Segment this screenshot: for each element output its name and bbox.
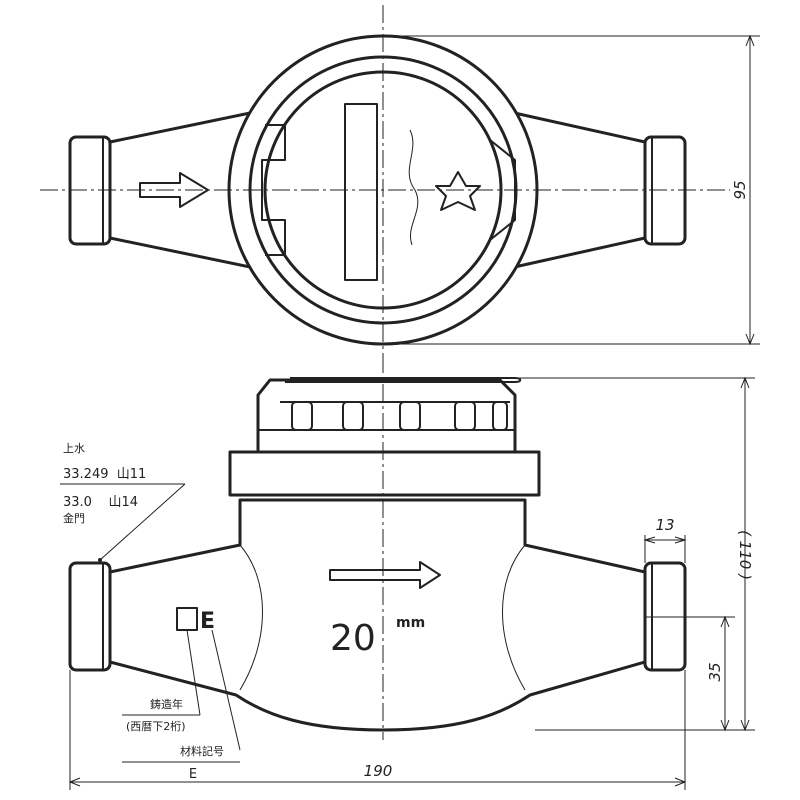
dial-window <box>344 103 378 281</box>
material-code-label: 材料記号 <box>180 744 224 758</box>
dim-13: 13 <box>655 516 674 534</box>
lid-hinge <box>261 124 286 256</box>
top-view: 95 <box>40 5 760 370</box>
thread-note: 上水 33.249 山11 33.0 山14 金門 <box>60 442 186 562</box>
thread-note-line4: 金門 <box>63 511 85 525</box>
side-view: 20 mm E ( 110 ) 35 13 190 <box>68 355 755 790</box>
thread-note-line3: 33.0 山14 <box>63 495 138 510</box>
meter-collar <box>228 450 541 497</box>
dim-95: 95 <box>731 180 749 199</box>
cast-year-label: 鋳造年 <box>150 697 183 711</box>
brand-script <box>408 129 419 246</box>
thread-note-line2: 33.249 山11 <box>63 467 146 482</box>
dim-35: 35 <box>706 662 724 681</box>
meter-lid <box>256 378 517 454</box>
flow-arrow-icon <box>139 172 209 208</box>
dim-190: 190 <box>364 762 393 780</box>
size-number: 20 <box>330 618 376 659</box>
body-flow-arrow-icon <box>329 561 441 589</box>
cast-year-detail: (西暦下2桁) <box>126 719 186 733</box>
leader-notes: 鋳造年 (西暦下2桁) 材料記号 E <box>122 629 241 782</box>
star-logo-icon <box>435 171 481 211</box>
cast-year-box <box>176 607 198 631</box>
material-code-letter: E <box>189 767 197 782</box>
lid-teeth <box>280 401 510 431</box>
meter-body <box>108 498 647 732</box>
side-left-connector <box>68 561 112 672</box>
size-unit: mm <box>396 615 425 631</box>
dim-110: ( 110 ) <box>736 530 754 580</box>
thread-note-line1: 上水 <box>63 442 85 455</box>
material-letter: E <box>200 609 215 634</box>
